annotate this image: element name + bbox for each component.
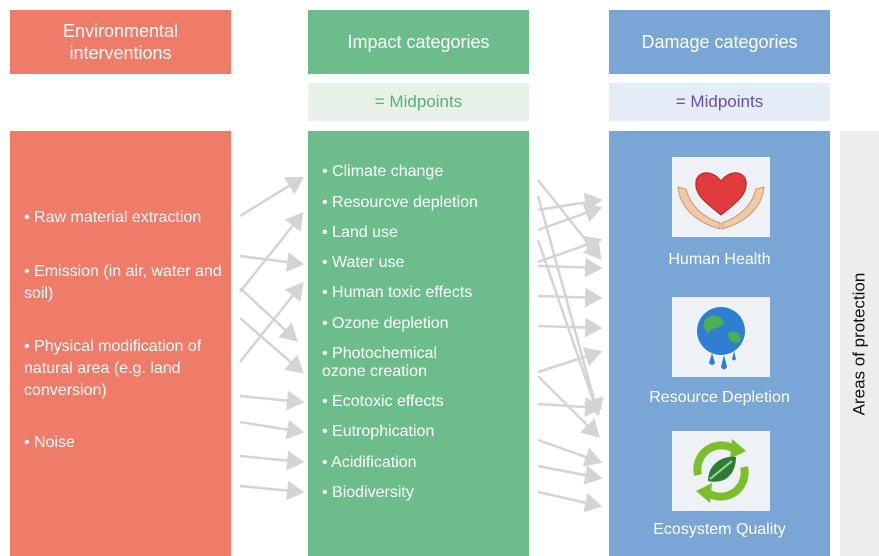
areas-of-protection-bar: Areas of protection <box>840 131 879 556</box>
arrow-left-7 <box>239 390 305 411</box>
arrow-right-4 <box>537 203 603 232</box>
header-impact-label: Impact categories <box>347 32 490 52</box>
arrow-left-6 <box>239 282 304 363</box>
impact-categories-column: • Climate change • Resourcve depletion •… <box>308 131 529 556</box>
impact-item-ozone-depletion: • Ozone depletion <box>322 315 449 332</box>
damage-label-ecosystem-quality: Ecosystem Quality <box>653 521 786 538</box>
arrow-right-6 <box>537 235 603 264</box>
header-impact-categories: Impact categories <box>308 10 529 74</box>
arrow-left-2 <box>239 252 305 272</box>
midpoints-damage-box: = Midpoints <box>609 83 830 121</box>
arrow-right-3 <box>537 192 603 213</box>
impact-item-water-use: • Water use <box>322 254 405 271</box>
header-damage-label: Damage categories <box>641 32 798 52</box>
arrow-right-12 <box>537 397 603 418</box>
impact-item-resource-depletion: • Resourcve depletion <box>322 194 478 211</box>
recycle-leaf-icon <box>672 431 770 511</box>
impact-item-acidification: • Acidification <box>322 454 417 471</box>
heart-in-hands-icon <box>672 157 770 237</box>
env-item-physical-modification: • Physical modification of natural area … <box>24 338 202 399</box>
damage-label-resource-depletion: Resource Depletion <box>649 389 790 406</box>
damage-label-human-health: Human Health <box>668 251 771 268</box>
header-damage-categories: Damage categories <box>609 10 830 74</box>
impact-item-ecotoxic: • Ecotoxic effects <box>322 393 444 410</box>
arrow-left-4 <box>239 287 298 342</box>
impact-item-human-toxic: • Human toxic effects <box>322 284 473 301</box>
damage-categories-column: Human Health Resource Depletion Ecosyste… <box>609 131 830 556</box>
impact-item-photochemical: • Photochemical ozone creation <box>322 345 437 380</box>
header-environmental-label: Environmental interventions <box>62 21 179 63</box>
arrow-right-14 <box>537 464 603 485</box>
arrow-left-1 <box>239 176 305 218</box>
midpoints-damage-label: = Midpoints <box>675 92 764 111</box>
arrow-right-9 <box>537 317 603 338</box>
melting-globe-icon <box>672 297 770 377</box>
arrow-left-9 <box>239 450 305 471</box>
impact-item-eutrophication: • Eutrophication <box>322 423 435 440</box>
arrow-right-13 <box>537 438 603 467</box>
arrow-left-3 <box>239 212 304 293</box>
env-item-emission: • Emission (in air, water and soil) <box>24 263 222 302</box>
impact-item-land-use: • Land use <box>322 224 398 241</box>
arrow-right-8 <box>537 287 603 308</box>
arrow-right-15 <box>537 490 603 513</box>
arrow-right-2 <box>536 195 604 417</box>
midpoints-impact-label: = Midpoints <box>374 92 463 111</box>
env-item-noise: • Noise <box>24 434 75 451</box>
arrow-left-5 <box>239 317 304 374</box>
arrow-right-10 <box>537 347 603 374</box>
environmental-interventions-column: • Raw material extraction • Emission (in… <box>10 131 231 556</box>
impact-item-climate-change: • Climate change <box>322 163 444 180</box>
header-environmental-interventions: Environmental interventions <box>10 10 231 74</box>
env-item-raw-material: • Raw material extraction <box>24 209 202 226</box>
midpoints-impact-box: = Midpoints <box>308 83 529 121</box>
arrow-left-10 <box>239 480 305 501</box>
impact-item-biodiversity: • Biodiversity <box>322 484 414 501</box>
arrow-right-7 <box>537 257 603 278</box>
arrow-left-8 <box>239 419 305 440</box>
